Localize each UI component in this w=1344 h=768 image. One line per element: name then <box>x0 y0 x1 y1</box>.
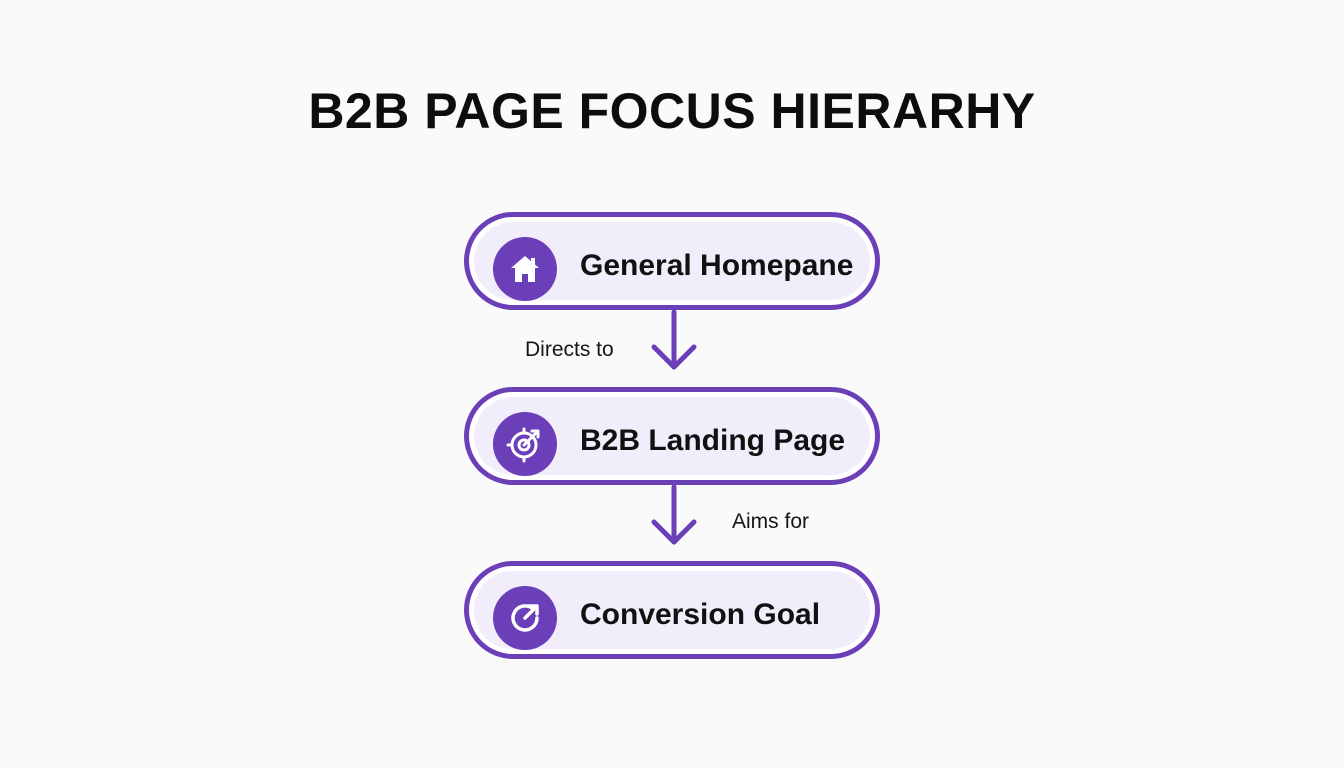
circular-arrow-icon <box>493 586 557 650</box>
edge-label-aims-for: Aims for <box>732 510 810 533</box>
node-label: General Homepane <box>580 249 854 282</box>
node-label: Conversion Goal <box>580 598 821 631</box>
node-label: B2B Landing Page <box>580 424 846 457</box>
target-icon <box>493 412 557 476</box>
node-inner: General Homepane <box>474 222 870 301</box>
diagram-title: B2B PAGE FOCUS HIERARHY <box>308 83 1036 139</box>
edge-label-directs-to: Directs to <box>525 338 614 361</box>
connector-arrow-1 <box>651 309 697 370</box>
connector-arrow-2 <box>651 484 697 545</box>
node-general-homepage: General Homepane <box>464 212 880 310</box>
node-b2b-landing-page: B2B Landing Page <box>464 387 880 485</box>
node-conversion-goal: Conversion Goal <box>464 561 880 659</box>
node-inner: B2B Landing Page <box>474 397 870 476</box>
node-inner: Conversion Goal <box>474 571 870 650</box>
house-icon <box>493 237 557 301</box>
